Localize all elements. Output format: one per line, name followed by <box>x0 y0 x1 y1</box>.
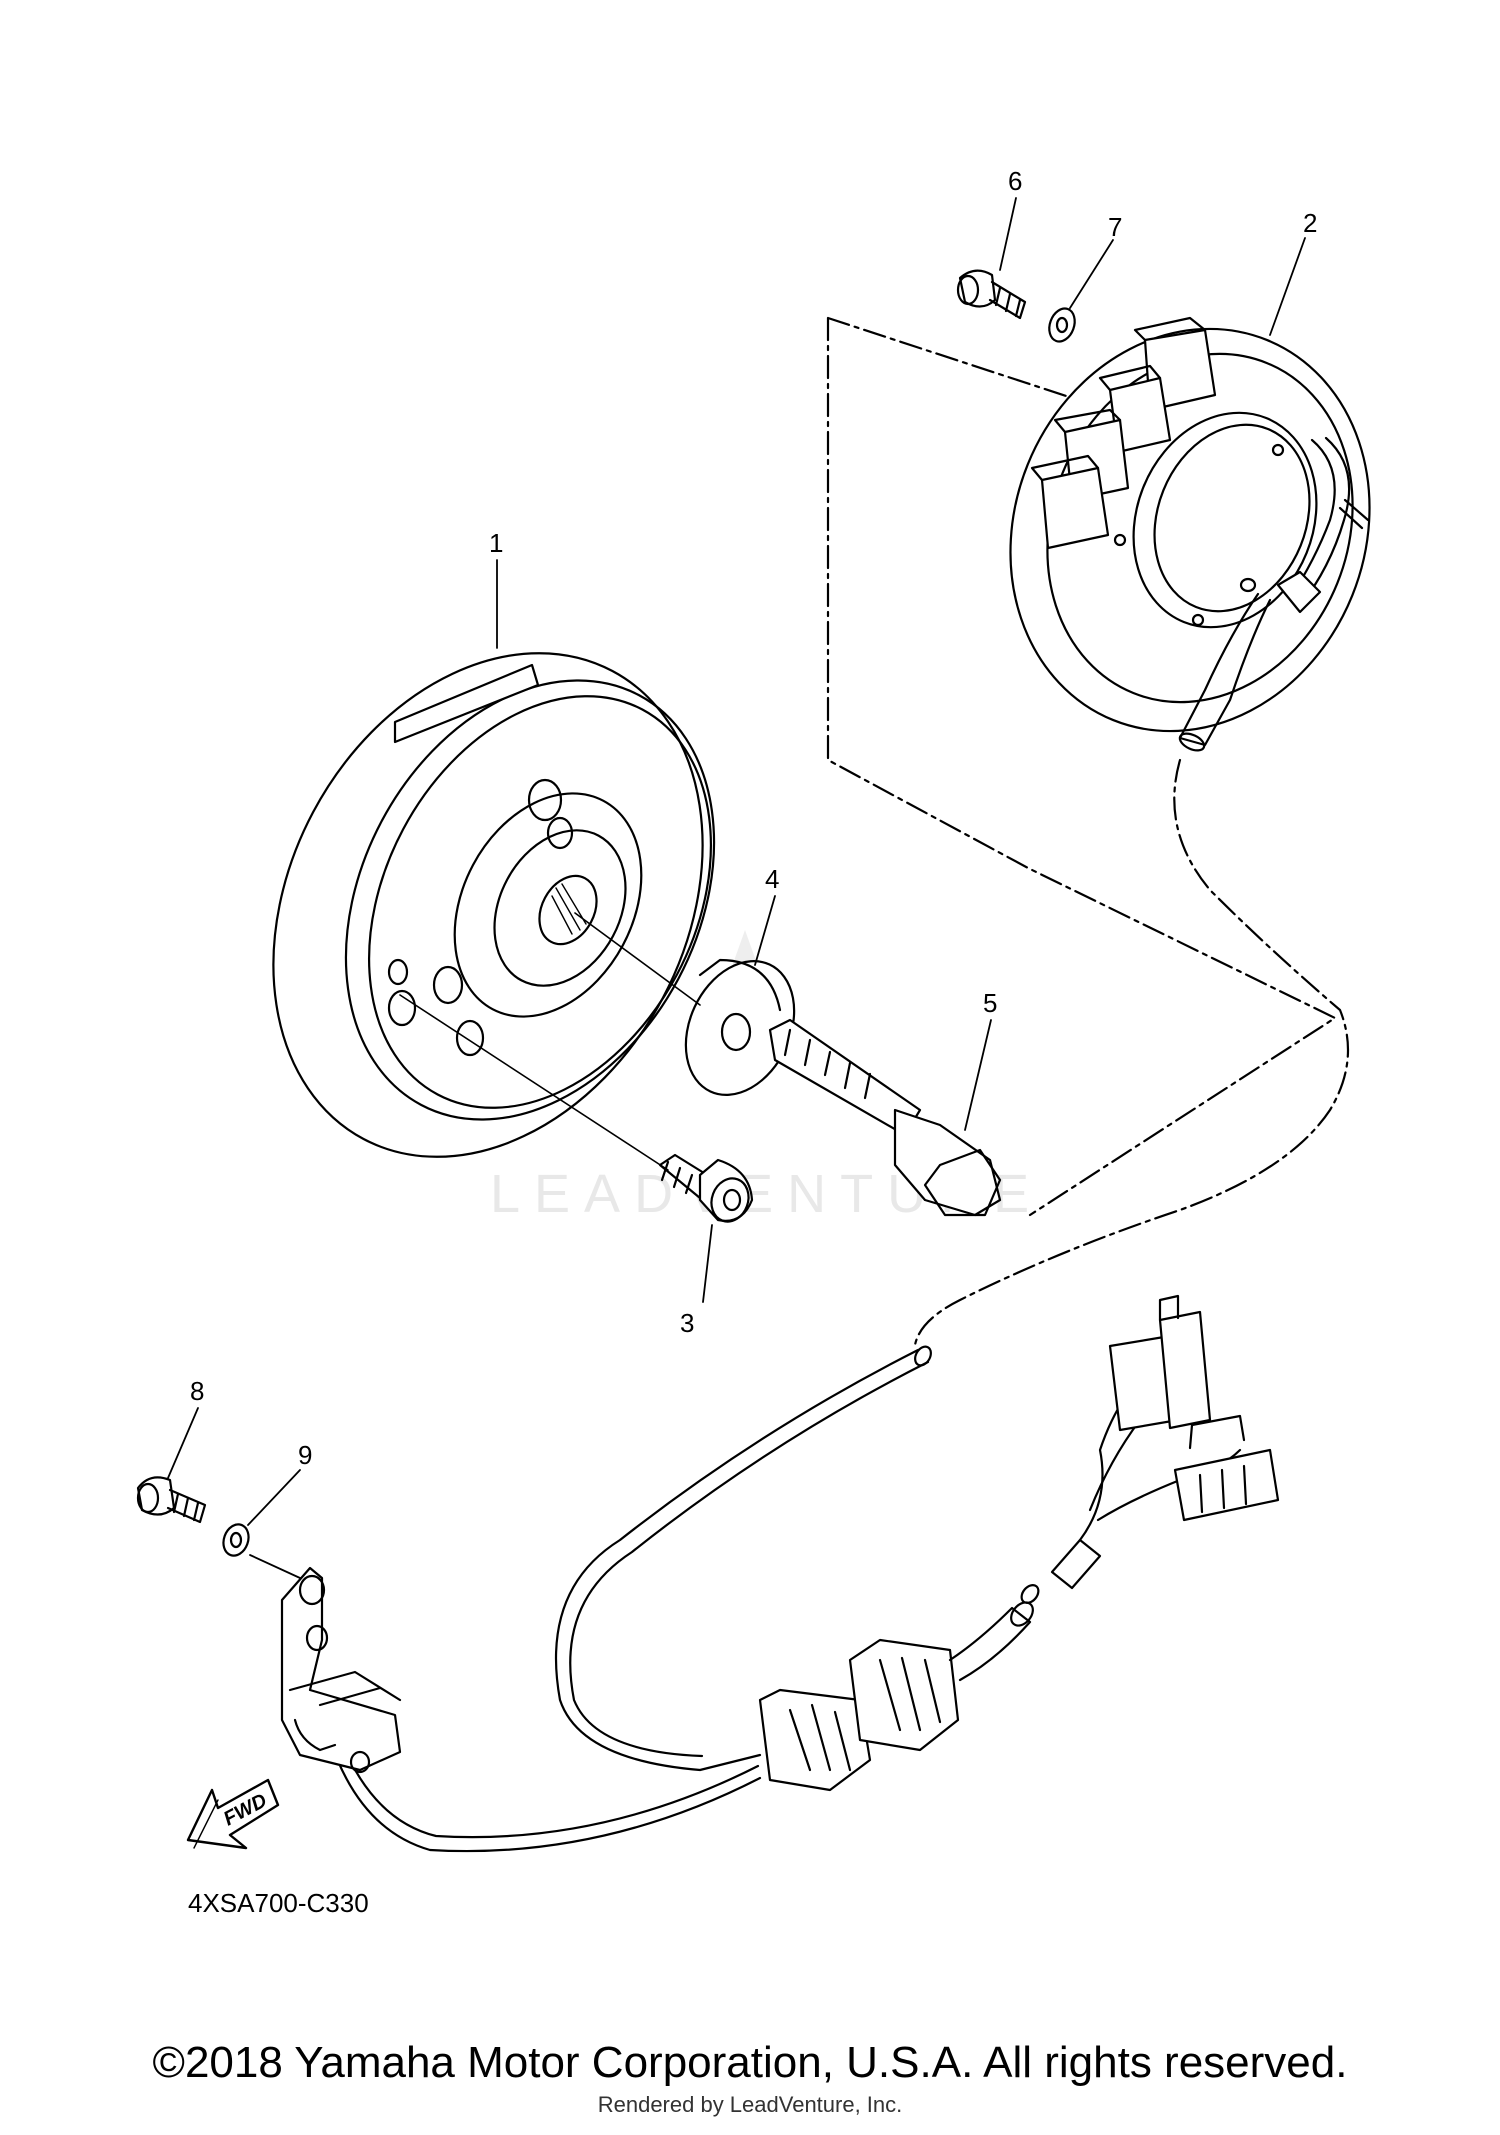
wiring-harness <box>328 1294 1280 1853</box>
washer-part-4 <box>684 958 796 1096</box>
callout-2: 2 <box>1303 208 1317 238</box>
callout-9: 9 <box>298 1440 312 1470</box>
callout-1: 1 <box>489 528 503 558</box>
screw-part-6 <box>956 269 1027 320</box>
stator-wire-path <box>913 758 1350 1347</box>
fwd-arrow-icon <box>186 1778 280 1850</box>
pickup-coil-bracket <box>280 1566 402 1774</box>
callout-5: 5 <box>983 988 997 1018</box>
callout-4: 4 <box>765 864 779 894</box>
callout-8: 8 <box>190 1376 204 1406</box>
flywheel-rotor <box>272 652 716 1158</box>
callout-6: 6 <box>1008 166 1022 196</box>
washer-part-7 <box>1048 307 1076 343</box>
assembly-plane-outline <box>826 316 1337 1217</box>
bolt-part-5 <box>768 1018 1002 1217</box>
callout-3: 3 <box>680 1308 694 1338</box>
screw-part-3 <box>658 1153 754 1223</box>
rendered-by-credit: Rendered by LeadVenture, Inc. <box>597 2092 903 2117</box>
washer-part-9 <box>222 1523 250 1557</box>
copyright-notice: ©2018 Yamaha Motor Corporation, U.S.A. A… <box>152 2038 1348 2087</box>
leader-lines <box>167 197 1306 1579</box>
alignment-lines <box>399 912 701 1171</box>
screw-part-8 <box>136 1476 207 1524</box>
stator-assembly <box>1009 316 1371 752</box>
callout-7: 7 <box>1108 212 1122 242</box>
diagram-part-code: 4XSA700-C330 <box>188 1888 369 1918</box>
